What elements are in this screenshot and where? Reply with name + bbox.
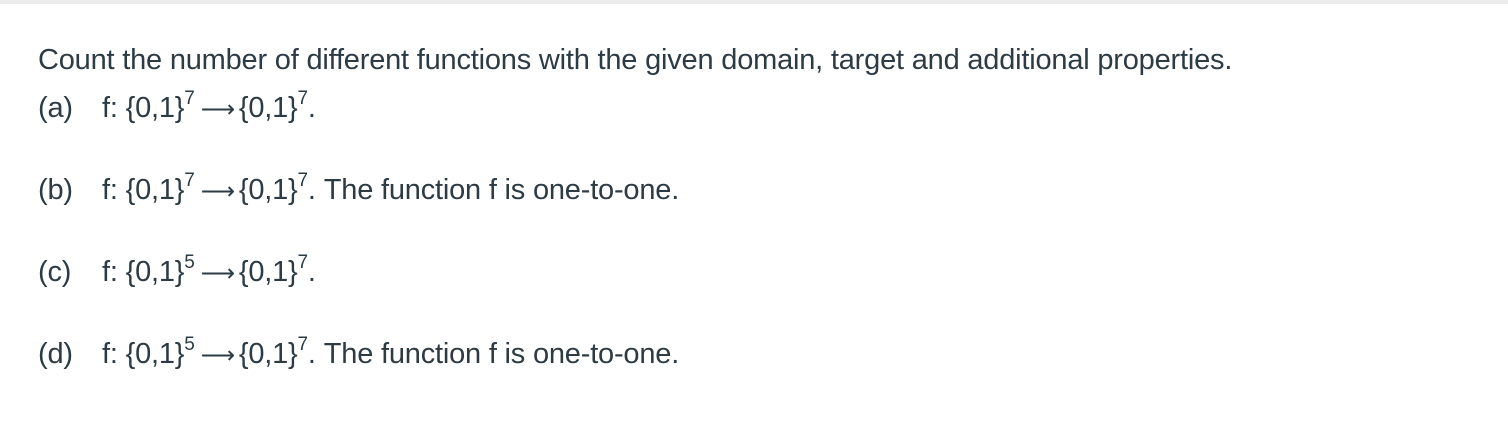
domain-set: {0,1} (125, 92, 185, 124)
period: . (307, 338, 316, 370)
function-name: f: (102, 338, 118, 370)
domain-exponent: 5 (184, 334, 195, 356)
maps-to-arrow-icon: ⟶ (200, 342, 235, 369)
additional-property: The function f is one-to-one. (323, 338, 680, 370)
sub-question-list: (a) f: {0,1}7⟶{0,1}7. (b) f: {0,1}7⟶{0,1… (38, 88, 1478, 376)
function-expression: f: {0,1}5⟶{0,1}7. (102, 334, 316, 376)
domain-exponent: 7 (184, 88, 195, 110)
domain-set: {0,1} (125, 174, 185, 206)
domain-set: {0,1} (125, 256, 185, 288)
function-expression: f: {0,1}7⟶{0,1}7. (102, 88, 316, 130)
domain-exponent: 5 (184, 252, 195, 274)
target-set: {0,1} (238, 256, 298, 288)
sub-question-label: (d) (38, 338, 73, 370)
target-exponent: 7 (297, 252, 309, 274)
function-name: f: (102, 92, 118, 124)
additional-property: The function f is one-to-one. (323, 174, 680, 206)
sub-question-b: (b) f: {0,1}7⟶{0,1}7. The function f is … (38, 170, 1478, 212)
sub-question-label: (a) (38, 92, 73, 124)
target-exponent: 7 (297, 88, 309, 110)
target-exponent: 7 (297, 334, 309, 356)
function-name: f: (102, 174, 118, 206)
period: . (307, 256, 316, 288)
function-expression: f: {0,1}7⟶{0,1}7. (102, 170, 316, 212)
period: . (307, 174, 316, 206)
domain-exponent: 7 (184, 170, 195, 192)
target-set: {0,1} (238, 174, 298, 206)
maps-to-arrow-icon: ⟶ (200, 96, 235, 123)
sub-question-a: (a) f: {0,1}7⟶{0,1}7. (38, 88, 1478, 130)
target-set: {0,1} (238, 338, 298, 370)
domain-set: {0,1} (125, 338, 185, 370)
maps-to-arrow-icon: ⟶ (200, 260, 235, 287)
sub-question-c: (c) f: {0,1}5⟶{0,1}7. (38, 252, 1478, 294)
function-name: f: (102, 256, 118, 288)
target-set: {0,1} (238, 92, 298, 124)
target-exponent: 7 (297, 170, 309, 192)
question-prompt: Count the number of different functions … (38, 44, 1233, 76)
maps-to-arrow-icon: ⟶ (200, 178, 235, 205)
top-divider (0, 0, 1508, 4)
question-block: Count the number of different functions … (38, 40, 1478, 376)
sub-question-d: (d) f: {0,1}5⟶{0,1}7. The function f is … (38, 334, 1478, 376)
sub-question-label: (b) (38, 174, 73, 206)
sub-question-label: (c) (38, 256, 72, 288)
function-expression: f: {0,1}5⟶{0,1}7. (102, 252, 316, 294)
period: . (307, 92, 316, 124)
